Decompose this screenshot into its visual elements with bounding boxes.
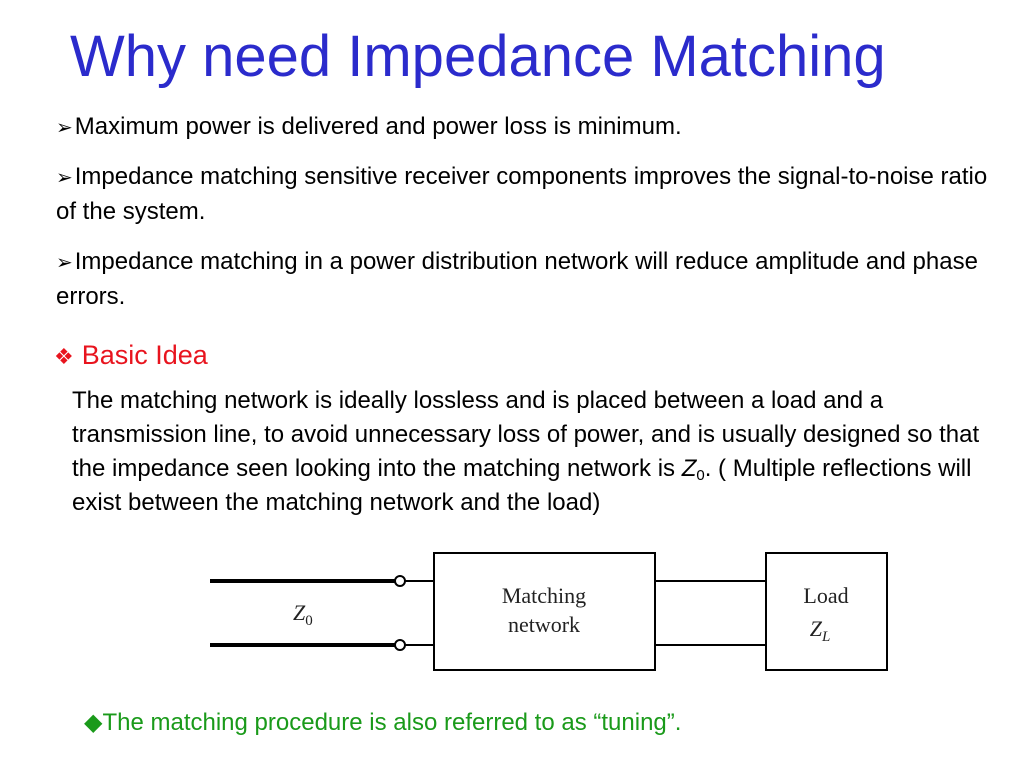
load-label: Load (803, 583, 848, 608)
bullet-item: ➢Impedance matching in a power distribut… (56, 245, 996, 314)
matching-network-box (433, 552, 656, 671)
section-heading: ❖ Basic Idea (54, 337, 208, 375)
bullet-item: ➢Impedance matching sensitive receiver c… (56, 160, 996, 229)
filled-diamond-bullet-icon: ◆ (84, 709, 103, 736)
terminal-bottom (394, 639, 406, 651)
arrow-bullet-icon: ➢ (56, 167, 73, 189)
terminal-top (394, 575, 406, 587)
bullet-text: Maximum power is delivered and power los… (74, 113, 682, 140)
footer-text: The matching procedure is also referred … (102, 709, 682, 736)
bullet-text: Impedance matching sensitive receiver co… (56, 163, 988, 225)
section-label: Basic Idea (81, 340, 208, 370)
impedance-subscript: 0 (696, 467, 705, 484)
footer-note: ◆The matching procedure is also referred… (84, 706, 681, 740)
slide-title: Why need Impedance Matching (70, 24, 886, 89)
impedance-symbol: Z (681, 455, 697, 482)
paragraph-text-continued: . ( Multiple reflections will exist betw… (72, 455, 972, 516)
load-impedance-label: ZL (810, 616, 831, 645)
basic-idea-paragraph: The matching network is ideally lossless… (72, 384, 982, 520)
bullet-text: Impedance matching in a power distributi… (56, 248, 978, 310)
paragraph-text: The matching network is ideally lossless… (72, 387, 980, 482)
arrow-bullet-icon: ➢ (56, 252, 73, 274)
diamond-bullet-icon: ❖ (54, 344, 74, 369)
load-box (765, 552, 888, 671)
arrow-bullet-icon: ➢ (56, 117, 73, 139)
bullet-item: ➢Maximum power is delivered and power lo… (56, 110, 996, 145)
matching-network-label-2: network (508, 612, 580, 637)
line-impedance-label: Z0 (293, 600, 313, 629)
matching-network-label-1: Matching (502, 583, 586, 608)
